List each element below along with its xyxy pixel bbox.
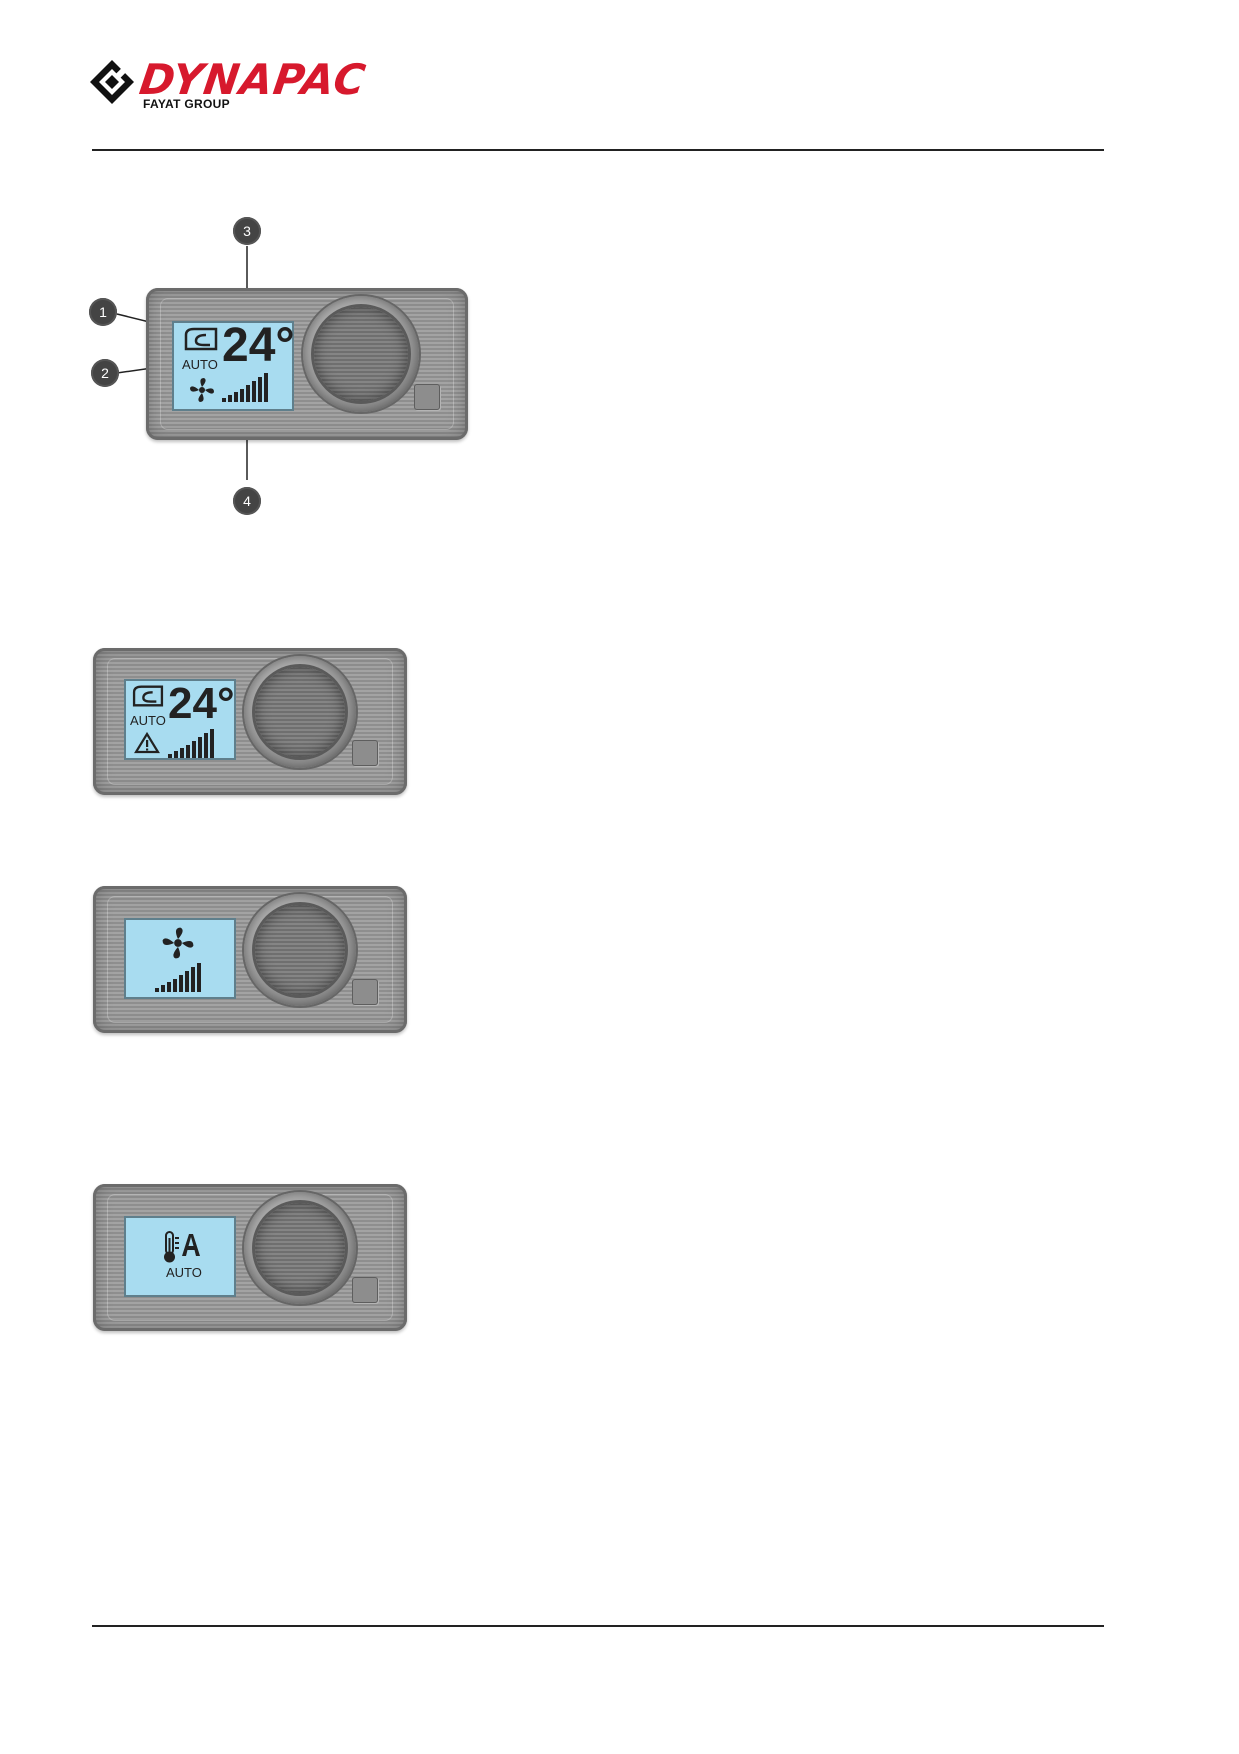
lcd-display <box>124 1216 236 1297</box>
lcd-display <box>172 321 294 411</box>
auto-mode-label: AUTO <box>166 1265 202 1280</box>
fan-speed-bars <box>168 729 214 758</box>
fan-speed-bars <box>222 373 268 402</box>
callout-2: 2 <box>91 359 119 387</box>
temperature-readout: 24° <box>222 319 295 372</box>
warning-icon <box>134 732 160 754</box>
side-button[interactable] <box>414 384 440 410</box>
callout-4: 4 <box>233 487 261 515</box>
recirculation-icon <box>184 327 218 351</box>
callout-leader-lines <box>116 246 253 480</box>
fan-icon <box>162 927 194 959</box>
auto-mode-label: AUTO <box>130 713 166 728</box>
callout-3: 3 <box>233 217 261 245</box>
side-button[interactable] <box>352 740 378 766</box>
footer-divider <box>92 1625 1104 1627</box>
lcd-display <box>124 679 236 760</box>
recirculation-icon <box>132 685 164 707</box>
control-knob[interactable] <box>255 1203 345 1293</box>
callout-1: 1 <box>89 298 117 326</box>
dynapac-logo: DYNAPAC FAYAT GROUP <box>88 55 468 112</box>
brand-subtitle: FAYAT GROUP <box>143 97 230 111</box>
header-divider <box>92 149 1104 151</box>
control-knob[interactable] <box>255 667 345 757</box>
auto-mode-label: AUTO <box>182 357 218 372</box>
side-button[interactable] <box>352 979 378 1005</box>
side-button[interactable] <box>352 1277 378 1303</box>
thermometer-auto-icon <box>164 1231 200 1263</box>
fan-speed-bars <box>155 963 201 992</box>
temperature-readout: 24° <box>168 679 235 728</box>
control-knob[interactable] <box>314 307 408 401</box>
dynapac-diamond-icon <box>90 60 134 104</box>
fan-icon <box>190 378 214 402</box>
control-knob[interactable] <box>255 905 345 995</box>
